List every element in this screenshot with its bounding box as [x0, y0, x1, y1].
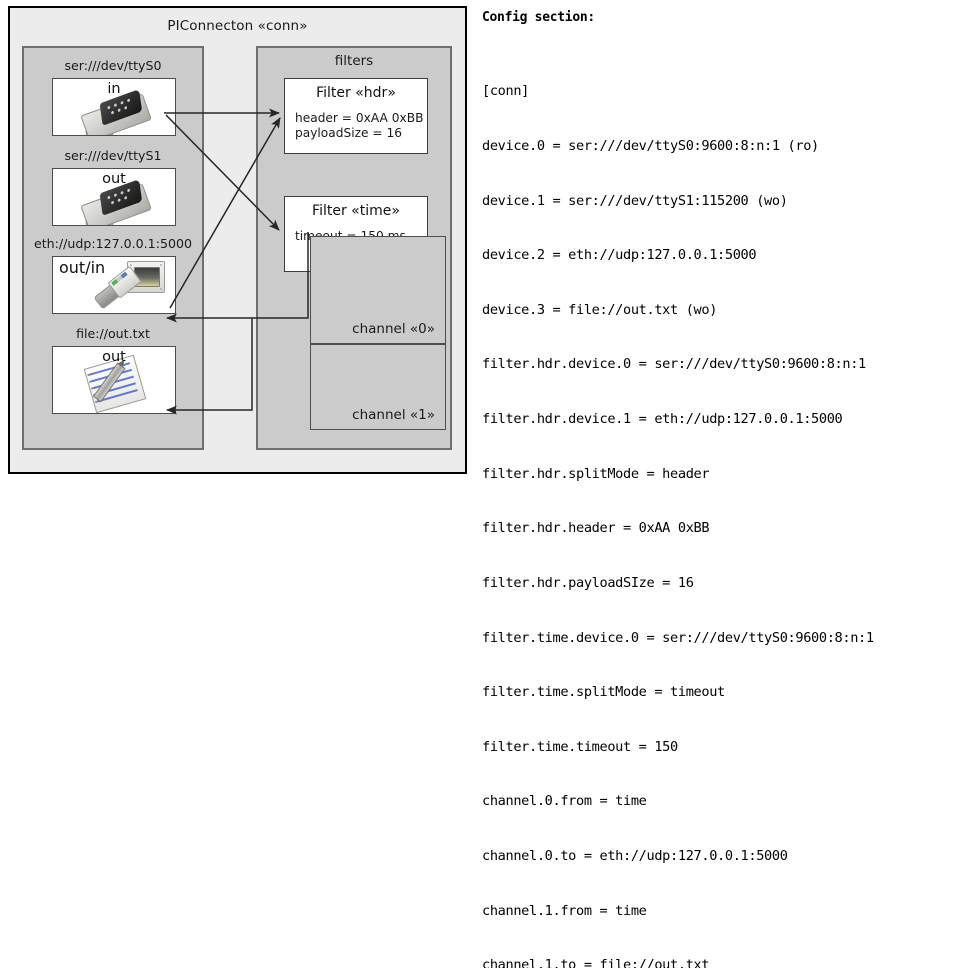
config-line: channel.1.from = time: [482, 902, 647, 919]
config-line: filter.time.splitMode = timeout: [482, 684, 725, 701]
device-caption-eth: out/in: [59, 258, 106, 277]
channel-label-0: channel «0»: [352, 321, 435, 337]
device-box-ttyS1[interactable]: out: [52, 168, 176, 226]
filter-props-hdr: header = 0xAA 0xBB payloadSize = 16: [295, 111, 423, 141]
config-lines: [conn] device.0 = ser:///dev/ttyS0:9600:…: [482, 46, 874, 968]
filter-prop: payloadSize = 16: [295, 126, 402, 140]
device-label-eth: eth://udp:127.0.0.1:5000: [34, 236, 192, 251]
filter-box-hdr[interactable]: Filter «hdr» header = 0xAA 0xBB payloadS…: [284, 78, 428, 154]
device-caption-ttyS0: in: [107, 81, 121, 97]
config-line: filter.hdr.payloadSIze = 16: [482, 574, 694, 591]
config-line: channel.0.from = time: [482, 793, 647, 810]
ethernet-connector-icon: [53, 257, 175, 313]
config-line: device.1 = ser:///dev/ttyS1:115200 (wo): [482, 192, 788, 209]
device-label-ttyS1: ser:///dev/ttyS1: [64, 148, 162, 163]
device-box-ttyS0[interactable]: in: [52, 78, 176, 136]
device-box-file[interactable]: out: [52, 346, 176, 414]
config-line: channel.0.to = eth://udp:127.0.0.1:5000: [482, 847, 788, 864]
device-label-ttyS0: ser:///dev/ttyS0: [64, 58, 162, 73]
screenshot-root: PIConnecton «conn» ser:///dev/ttyS0 in s…: [8, 6, 960, 968]
config-line: filter.hdr.device.1 = eth://udp:127.0.0.…: [482, 411, 843, 428]
config-line: channel.1.to = file://out.txt: [482, 957, 710, 968]
config-line: device.0 = ser:///dev/ttyS0:9600:8:n:1 (…: [482, 138, 819, 155]
channel-box-1[interactable]: channel «1»: [310, 344, 446, 430]
filter-title-time: Filter «time»: [312, 203, 400, 219]
config-line: filter.hdr.device.0 = ser:///dev/ttyS0:9…: [482, 356, 866, 373]
config-line: [conn]: [482, 83, 530, 100]
devices-panel: ser:///dev/ttyS0 in ser:///dev/ttyS1: [22, 46, 204, 450]
device-caption-ttyS1: out: [102, 171, 126, 187]
config-pane: Config section: [conn] device.0 = ser://…: [482, 6, 960, 968]
filters-panel-title: filters: [334, 53, 374, 69]
device-box-eth[interactable]: out/in: [52, 256, 176, 314]
config-line: filter.hdr.splitMode = header: [482, 465, 710, 482]
device-label-file: file://out.txt: [76, 326, 150, 341]
config-heading: Config section:: [482, 10, 595, 25]
channel-label-1: channel «1»: [352, 407, 435, 423]
diagram-title: PIConnecton «conn»: [167, 18, 308, 34]
filter-title-hdr: Filter «hdr»: [316, 85, 396, 101]
config-line: device.2 = eth://udp:127.0.0.1:5000: [482, 247, 757, 264]
diagram-frame: PIConnecton «conn» ser:///dev/ttyS0 in s…: [8, 6, 467, 474]
filter-prop: header = 0xAA 0xBB: [295, 111, 424, 125]
config-line: filter.hdr.header = 0xAA 0xBB: [482, 520, 710, 537]
channel-box-0[interactable]: channel «0»: [310, 236, 446, 344]
device-caption-file: out: [102, 349, 126, 365]
config-line: filter.time.device.0 = ser:///dev/ttyS0:…: [482, 629, 874, 646]
config-line: filter.time.timeout = 150: [482, 738, 678, 755]
filters-panel: filters Filter «hdr» header = 0xAA 0xBB …: [256, 46, 452, 450]
config-line: device.3 = file://out.txt (wo): [482, 301, 718, 318]
